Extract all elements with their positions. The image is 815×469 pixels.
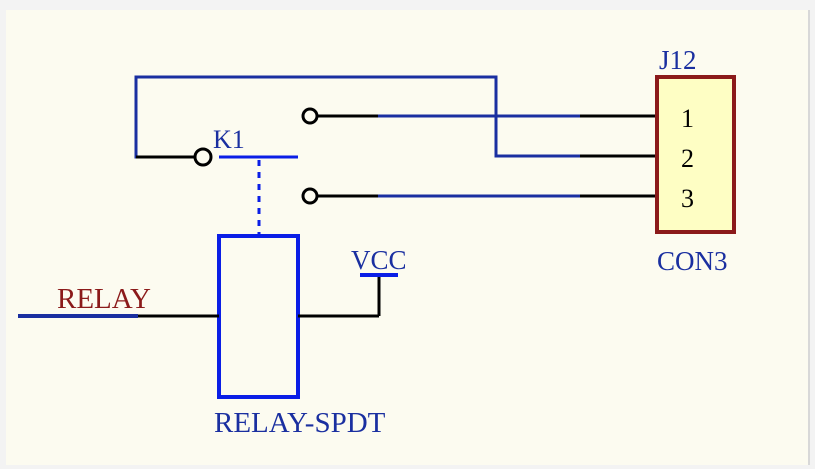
wire-vcc (298, 273, 398, 318)
relay-designator-label: K1 (213, 125, 245, 154)
relay-switch (193, 107, 319, 236)
net-label-relay: RELAY (57, 283, 151, 315)
wire-com-to-pin2 (134, 75, 657, 159)
connector-pin-3-label: 3 (681, 184, 694, 213)
connector-pin-1-label: 1 (681, 104, 694, 133)
power-label-vcc: VCC (351, 245, 407, 275)
relay-part-label: RELAY-SPDT (214, 407, 386, 439)
connector-designator-label: J12 (659, 45, 697, 75)
contact-nc-terminal (301, 187, 319, 205)
connector-part-label: CON3 (657, 246, 728, 276)
connector-pin-2-label: 2 (681, 144, 694, 173)
connector-body (655, 75, 736, 234)
contact-no-terminal (301, 107, 319, 125)
contact-com-terminal (193, 147, 213, 167)
